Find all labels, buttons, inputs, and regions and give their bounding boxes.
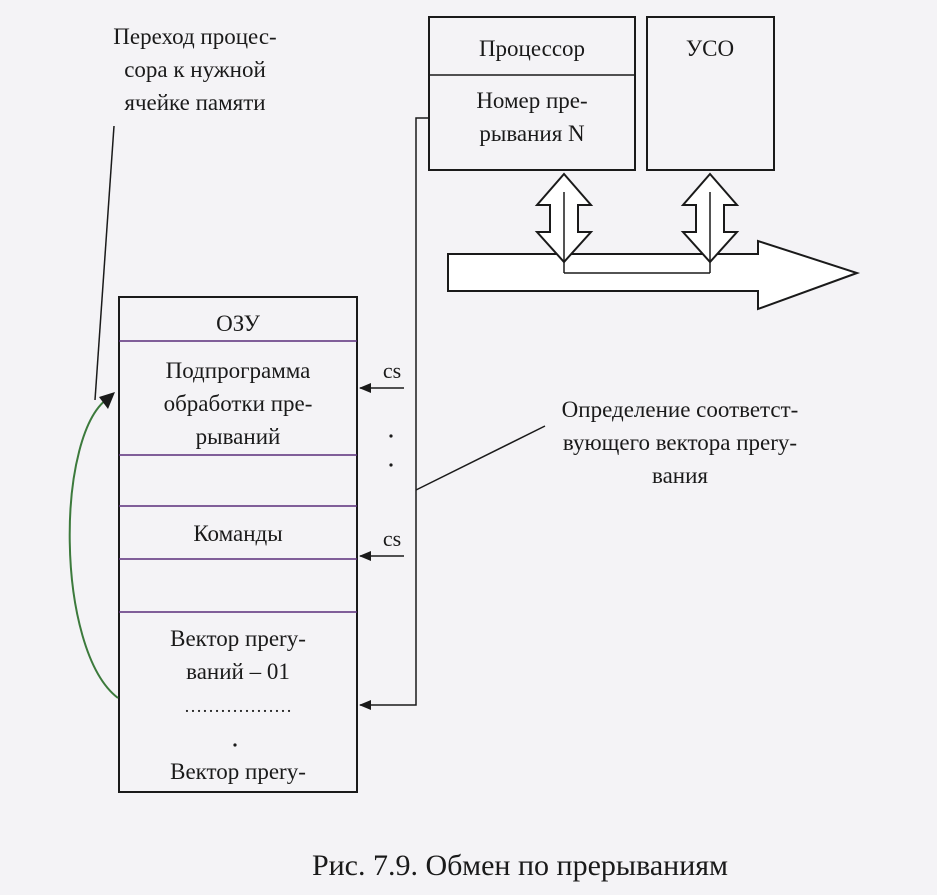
processor-label: Процессор (479, 36, 585, 61)
interrupt-number-line2: рывания N (479, 121, 585, 146)
transition-note-line1: Переход процес- (113, 24, 276, 49)
interrupt-number-line1: Номер пре- (476, 88, 587, 113)
definition-note-line1: Определение соответст- (562, 397, 799, 422)
jump-curve (68, 396, 119, 699)
uso-box (646, 16, 775, 171)
ram-subroutine-line3: рываний (196, 424, 281, 449)
ram-title: ОЗУ (216, 311, 261, 336)
system-bus-arrow (447, 239, 861, 311)
ram-vector1-line2: ваний – 01 (186, 659, 290, 684)
figure-caption: Рис. 7.9. Обмен по прерываниям (312, 849, 728, 882)
transition-note-line3: ячейке памяти (124, 90, 265, 115)
transition-note-leader (94, 125, 115, 401)
jump-curve-arrowhead (99, 392, 115, 409)
pointer-gap-dot-2 (389, 463, 393, 467)
pointer-gap-dot-1 (389, 434, 393, 438)
processor-box (428, 16, 636, 171)
cs-pointer-1-label: cs (383, 358, 401, 383)
definition-note-leader (415, 425, 546, 491)
ram-commands: Команды (193, 521, 282, 546)
ram-box (118, 296, 358, 793)
ram-ellipsis-dot (233, 743, 237, 747)
ram-dotted-row: ……………… (184, 696, 292, 716)
ram-subroutine-line2: обработки пре- (164, 391, 313, 416)
ram-subroutine-line1: Подпрограмма (166, 358, 311, 383)
ram-vector2: Вектор прery- (170, 759, 306, 784)
transition-note-line2: сора к нужной (124, 57, 266, 82)
uso-label: УСО (686, 36, 734, 61)
definition-note-line2: вующего вектора прery- (563, 430, 797, 455)
ram-vector1-line1: Вектор прery- (170, 626, 306, 651)
vector-lookup-line (359, 117, 429, 710)
cs-pointer-2-label: cs (383, 526, 401, 551)
definition-note-line3: вания (652, 463, 708, 488)
